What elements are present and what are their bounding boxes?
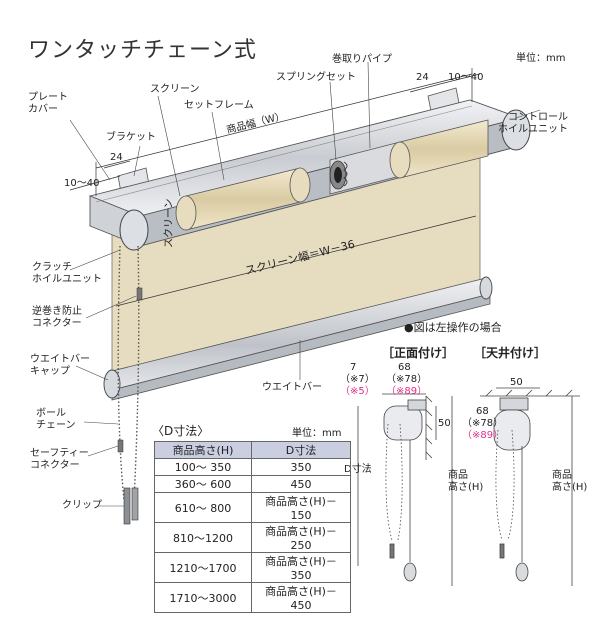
weight-bar-cap-shape: [103, 369, 121, 399]
label-plate-cover: プレート カバー: [28, 92, 68, 115]
table-row: 360～ 600 450: [154, 475, 351, 493]
ceiling-mount-title: ［天井付け］: [474, 346, 547, 360]
label-clip: クリップ: [62, 500, 102, 511]
label-bracket: ブラケット: [106, 132, 156, 143]
front-d5-alt: （※5）: [340, 386, 375, 397]
table-row: 100～ 350 350: [154, 458, 351, 476]
table-cell: 商品高さ(H)－150: [251, 492, 351, 523]
table-row: 1710～3000 商品高さ(H)－450: [154, 582, 351, 613]
table-cell: 商品高さ(H)－250: [251, 522, 351, 553]
label-weight-bar-cap: ウエイトバー キャップ: [30, 354, 90, 377]
table-cell: 商品高さ(H)－350: [251, 552, 351, 583]
table-header-cell: 商品高さ(H): [154, 441, 252, 459]
front-d89-alt: （※89）: [386, 386, 428, 397]
front-d7: 7: [350, 362, 357, 373]
front-d50: 50: [438, 418, 451, 429]
table-row: 610～ 800 商品高さ(H)－150: [154, 492, 351, 523]
label-24-left: 24: [110, 152, 123, 163]
table-cell: 360～ 600: [154, 475, 252, 493]
d-table-title: 〈D寸法〉: [152, 424, 210, 438]
label-control-wheel: コントロール ホイルユニット: [498, 112, 568, 135]
label-winding-pipe: 巻取りパイプ: [332, 54, 392, 65]
label-anti-reverse: 逆巻き防止 コネクター: [32, 306, 82, 329]
label-safety-connector: セーフティー コネクター: [30, 448, 89, 471]
front-height: 商品 高さ(H): [448, 470, 484, 493]
table-cell: 610～ 800: [154, 492, 252, 523]
clip-shape: [123, 487, 139, 525]
table-cell: 100～ 350: [154, 458, 252, 476]
label-spring-set: スプリングセット: [276, 72, 356, 83]
table-row: 810～1200 商品高さ(H)－250: [154, 522, 351, 553]
table-row: 1210～1700 商品高さ(H)－350: [154, 552, 351, 583]
d-table-unit: 単位：mm: [292, 428, 342, 439]
ceiling-d68: 68: [476, 406, 489, 417]
label-clutch-wheel: クラッチ ホイルユニット: [32, 262, 102, 285]
ball-chain-path: [117, 245, 140, 501]
ceiling-d78-alt: （※78）: [462, 418, 504, 429]
front-d7-alt: （※7）: [340, 374, 375, 385]
ceiling-d50: 50: [510, 377, 523, 388]
front-d78-alt: （※78）: [386, 374, 428, 385]
page-title: ワンタッチチェーン式: [28, 38, 257, 63]
label-screen: スクリーン: [150, 84, 200, 95]
ceiling-height: 商品 高さ(H): [552, 470, 588, 493]
table-cell: 350: [251, 458, 351, 476]
table-cell: 450: [251, 475, 351, 493]
label-weight-bar: ウエイトバー: [262, 382, 322, 393]
ceiling-d89-alt: （※89）: [462, 430, 504, 441]
label-24-right: 24: [416, 72, 429, 83]
table-cell: 1210～1700: [154, 552, 252, 583]
front-d-dim: D寸法: [344, 464, 372, 475]
label-ball-chain: ボール チェーン: [36, 408, 76, 431]
table-cell: 1710～3000: [154, 582, 252, 613]
spring-set: [329, 160, 348, 190]
clutch-wheel-cap: [119, 209, 149, 251]
left-op-note: ●図は左操作の場合: [404, 321, 502, 334]
table-header-cell: D寸法: [251, 441, 351, 459]
table-header-row: 商品高さ(H) D寸法: [154, 441, 351, 459]
front-mount-title: ［正面付け］: [382, 346, 455, 360]
label-10-40-right: 10～40: [448, 72, 484, 83]
front-d68: 68: [398, 362, 411, 373]
label-screen-inner: スクリーン: [164, 198, 175, 249]
d-dimension-table: 商品高さ(H) D寸法 100～ 350 350 360～ 600 450 61…: [154, 441, 351, 613]
table-cell: 810～1200: [154, 522, 252, 553]
control-wheel-cap: [501, 109, 531, 151]
label-10-40-left: 10～40: [64, 178, 100, 189]
front-mount-view: [357, 393, 453, 586]
table-cell: 商品高さ(H)－450: [251, 582, 351, 613]
unit-top: 単位：mm: [516, 53, 566, 64]
label-set-frame: セットフレーム: [184, 100, 254, 111]
ceiling-mount-view: [480, 387, 580, 586]
